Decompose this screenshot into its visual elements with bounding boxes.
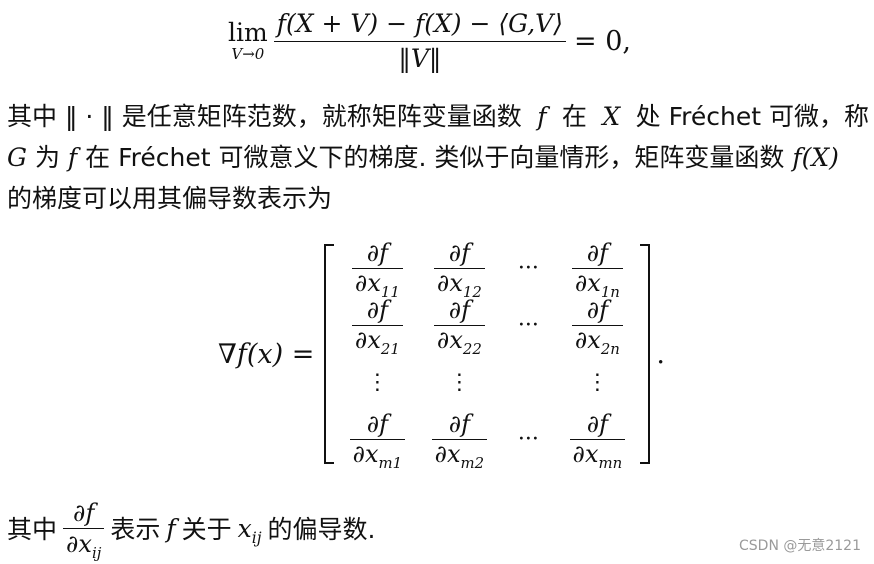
note-text-d: 的偏导数. [267, 515, 376, 544]
watermark: CSDN @无意2121 [739, 538, 861, 554]
note-x-subscript: ij [251, 528, 262, 547]
fraction-bar [349, 439, 406, 440]
paragraph-line-1: 其中 ‖ · ‖ 是任意矩阵范数，就称矩阵变量函数 f 在 X 处 Fréche… [7, 96, 869, 137]
matrix-vdots: ⋮ [448, 370, 471, 395]
matrix-right-bracket [640, 244, 651, 464]
matrix-hdots: ··· [517, 256, 539, 281]
entry-numerator: ∂f [448, 410, 470, 438]
matrix-grid: ∂f∂x11 ∂f∂x12 ··· ∂f∂x1n ∂f∂x21 ∂f∂x22 ·… [336, 239, 638, 470]
matrix-vdots: ⋮ [586, 370, 609, 395]
fraction-bar [351, 268, 403, 269]
fraction-bar [569, 439, 626, 440]
frechet-limit-equation: lim V→0 f(X + V) − f(X) − ⟨G,V⟩ ‖V‖ = 0, [228, 6, 631, 76]
matrix-entry-m-n: ∂f∂xmn [569, 410, 626, 470]
entry-numerator: ∂f [586, 296, 608, 324]
matrix-left-bracket [324, 244, 335, 464]
partial-derivative-note: 其中 ∂f ∂xij 表示 f 关于 xij 的偏导数. [7, 496, 375, 560]
note-text-b: 表示 [110, 515, 161, 544]
line2-fX: f(X) [792, 143, 839, 172]
lim-word: lim [228, 18, 268, 47]
entry-denominator: ∂x [572, 440, 599, 468]
matrix-hdots: ··· [517, 313, 539, 338]
entry-numerator: ∂f [366, 410, 388, 438]
line1-text-a: 其中 ‖ · ‖ 是任意矩阵范数，就称矩阵变量函数 [7, 102, 522, 131]
limit-fraction: f(X + V) − f(X) − ⟨G,V⟩ ‖V‖ [273, 8, 566, 74]
line2-G: G [7, 143, 27, 172]
fraction-bar [433, 268, 485, 269]
note-denominator: ∂x [66, 529, 92, 558]
fraction-bar [273, 40, 566, 42]
gradient-lhs: ∇f(x) = [218, 338, 315, 370]
matrix-entry-2-2: ∂f∂x22 [433, 296, 485, 356]
entry-subscript: m2 [460, 453, 485, 472]
entry-denominator: ∂x [354, 326, 381, 354]
entry-denominator: ∂x [434, 440, 461, 468]
note-x: xij [237, 513, 262, 546]
matrix-vdots: ⋮ [366, 370, 389, 395]
note-text-a: 其中 [7, 515, 58, 544]
note-fraction: ∂f ∂xij [63, 498, 105, 560]
line1-text-b: 在 [561, 102, 587, 131]
matrix-hdots: ··· [517, 427, 539, 452]
matrix-entry-1-1: ∂f∂x11 [351, 239, 403, 299]
entry-subscript: 21 [380, 339, 400, 358]
line2-text-a: 为 [34, 143, 60, 172]
line1-f: f [537, 102, 547, 131]
matrix-entry-2-n: ∂f∂x2n [571, 296, 623, 356]
paragraph-line-3: 的梯度可以用其偏导数表示为 [7, 178, 869, 219]
matrix-entry-2-1: ∂f∂x21 [351, 296, 403, 356]
lim-subscript: V→0 [231, 45, 265, 63]
fraction-bar [571, 325, 623, 326]
matrix-entry-m-2: ∂f∂xm2 [431, 410, 488, 470]
entry-subscript: m1 [378, 453, 403, 472]
fraction-bar [571, 268, 623, 269]
note-denominator-subscript: ij [91, 543, 102, 562]
limit-denominator: ‖V‖ [398, 43, 442, 73]
limit-numerator: f(X + V) − f(X) − ⟨G,V⟩ [276, 8, 563, 38]
entry-numerator: ∂f [366, 296, 388, 324]
entry-subscript: 1n [600, 282, 620, 301]
line1-text-c: 处 Fréchet 可微，称 [635, 102, 869, 131]
gradient-matrix-equation: ∇f(x) = ∂f∂x11 ∂f∂x12 ··· ∂f∂x1n ∂f∂x21 … [218, 238, 665, 471]
entry-numerator: ∂f [586, 410, 608, 438]
matrix-entry-1-n: ∂f∂x1n [571, 239, 623, 299]
entry-subscript: 12 [462, 282, 482, 301]
entry-subscript: 22 [462, 339, 482, 358]
entry-numerator: ∂f [448, 296, 470, 324]
entry-denominator: ∂x [436, 269, 463, 297]
fraction-bar [351, 325, 403, 326]
limit-rhs: = 0, [573, 25, 631, 57]
line2-f: f [67, 143, 78, 172]
entry-denominator: ∂x [352, 440, 379, 468]
note-text-c: 关于 [181, 515, 232, 544]
fraction-bar [433, 325, 485, 326]
note-numerator: ∂f [73, 498, 95, 527]
equation-period: . [656, 338, 665, 370]
entry-subscript: 11 [380, 282, 400, 301]
fraction-bar [431, 439, 488, 440]
entry-denominator: ∂x [354, 269, 381, 297]
limit-operator: lim V→0 [228, 18, 268, 63]
note-x-base: x [237, 513, 252, 543]
definition-paragraph: 其中 ‖ · ‖ 是任意矩阵范数，就称矩阵变量函数 f 在 X 处 Fréche… [7, 96, 869, 219]
entry-denominator: ∂x [574, 326, 601, 354]
entry-numerator: ∂f [366, 239, 388, 267]
entry-numerator: ∂f [586, 239, 608, 267]
paragraph-line-2: G 为 f 在 Fréchet 可微意义下的梯度. 类似于向量情形，矩阵变量函数… [7, 137, 869, 178]
matrix-entry-m-1: ∂f∂xm1 [349, 410, 406, 470]
entry-subscript: 2n [600, 339, 620, 358]
note-f: f [166, 513, 176, 543]
entry-denominator: ∂x [574, 269, 601, 297]
gradient-matrix: ∂f∂x11 ∂f∂x12 ··· ∂f∂x1n ∂f∂x21 ∂f∂x22 ·… [324, 239, 651, 470]
line2-text-b: 在 Fréchet 可微意义下的梯度. 类似于向量情形，矩阵变量函数 [85, 143, 785, 172]
line1-X: X [602, 102, 621, 131]
fraction-bar [63, 527, 105, 529]
entry-denominator: ∂x [436, 326, 463, 354]
matrix-entry-1-2: ∂f∂x12 [433, 239, 485, 299]
entry-numerator: ∂f [448, 239, 470, 267]
line3-text: 的梯度可以用其偏导数表示为 [7, 184, 333, 213]
entry-subscript: mn [598, 453, 623, 472]
